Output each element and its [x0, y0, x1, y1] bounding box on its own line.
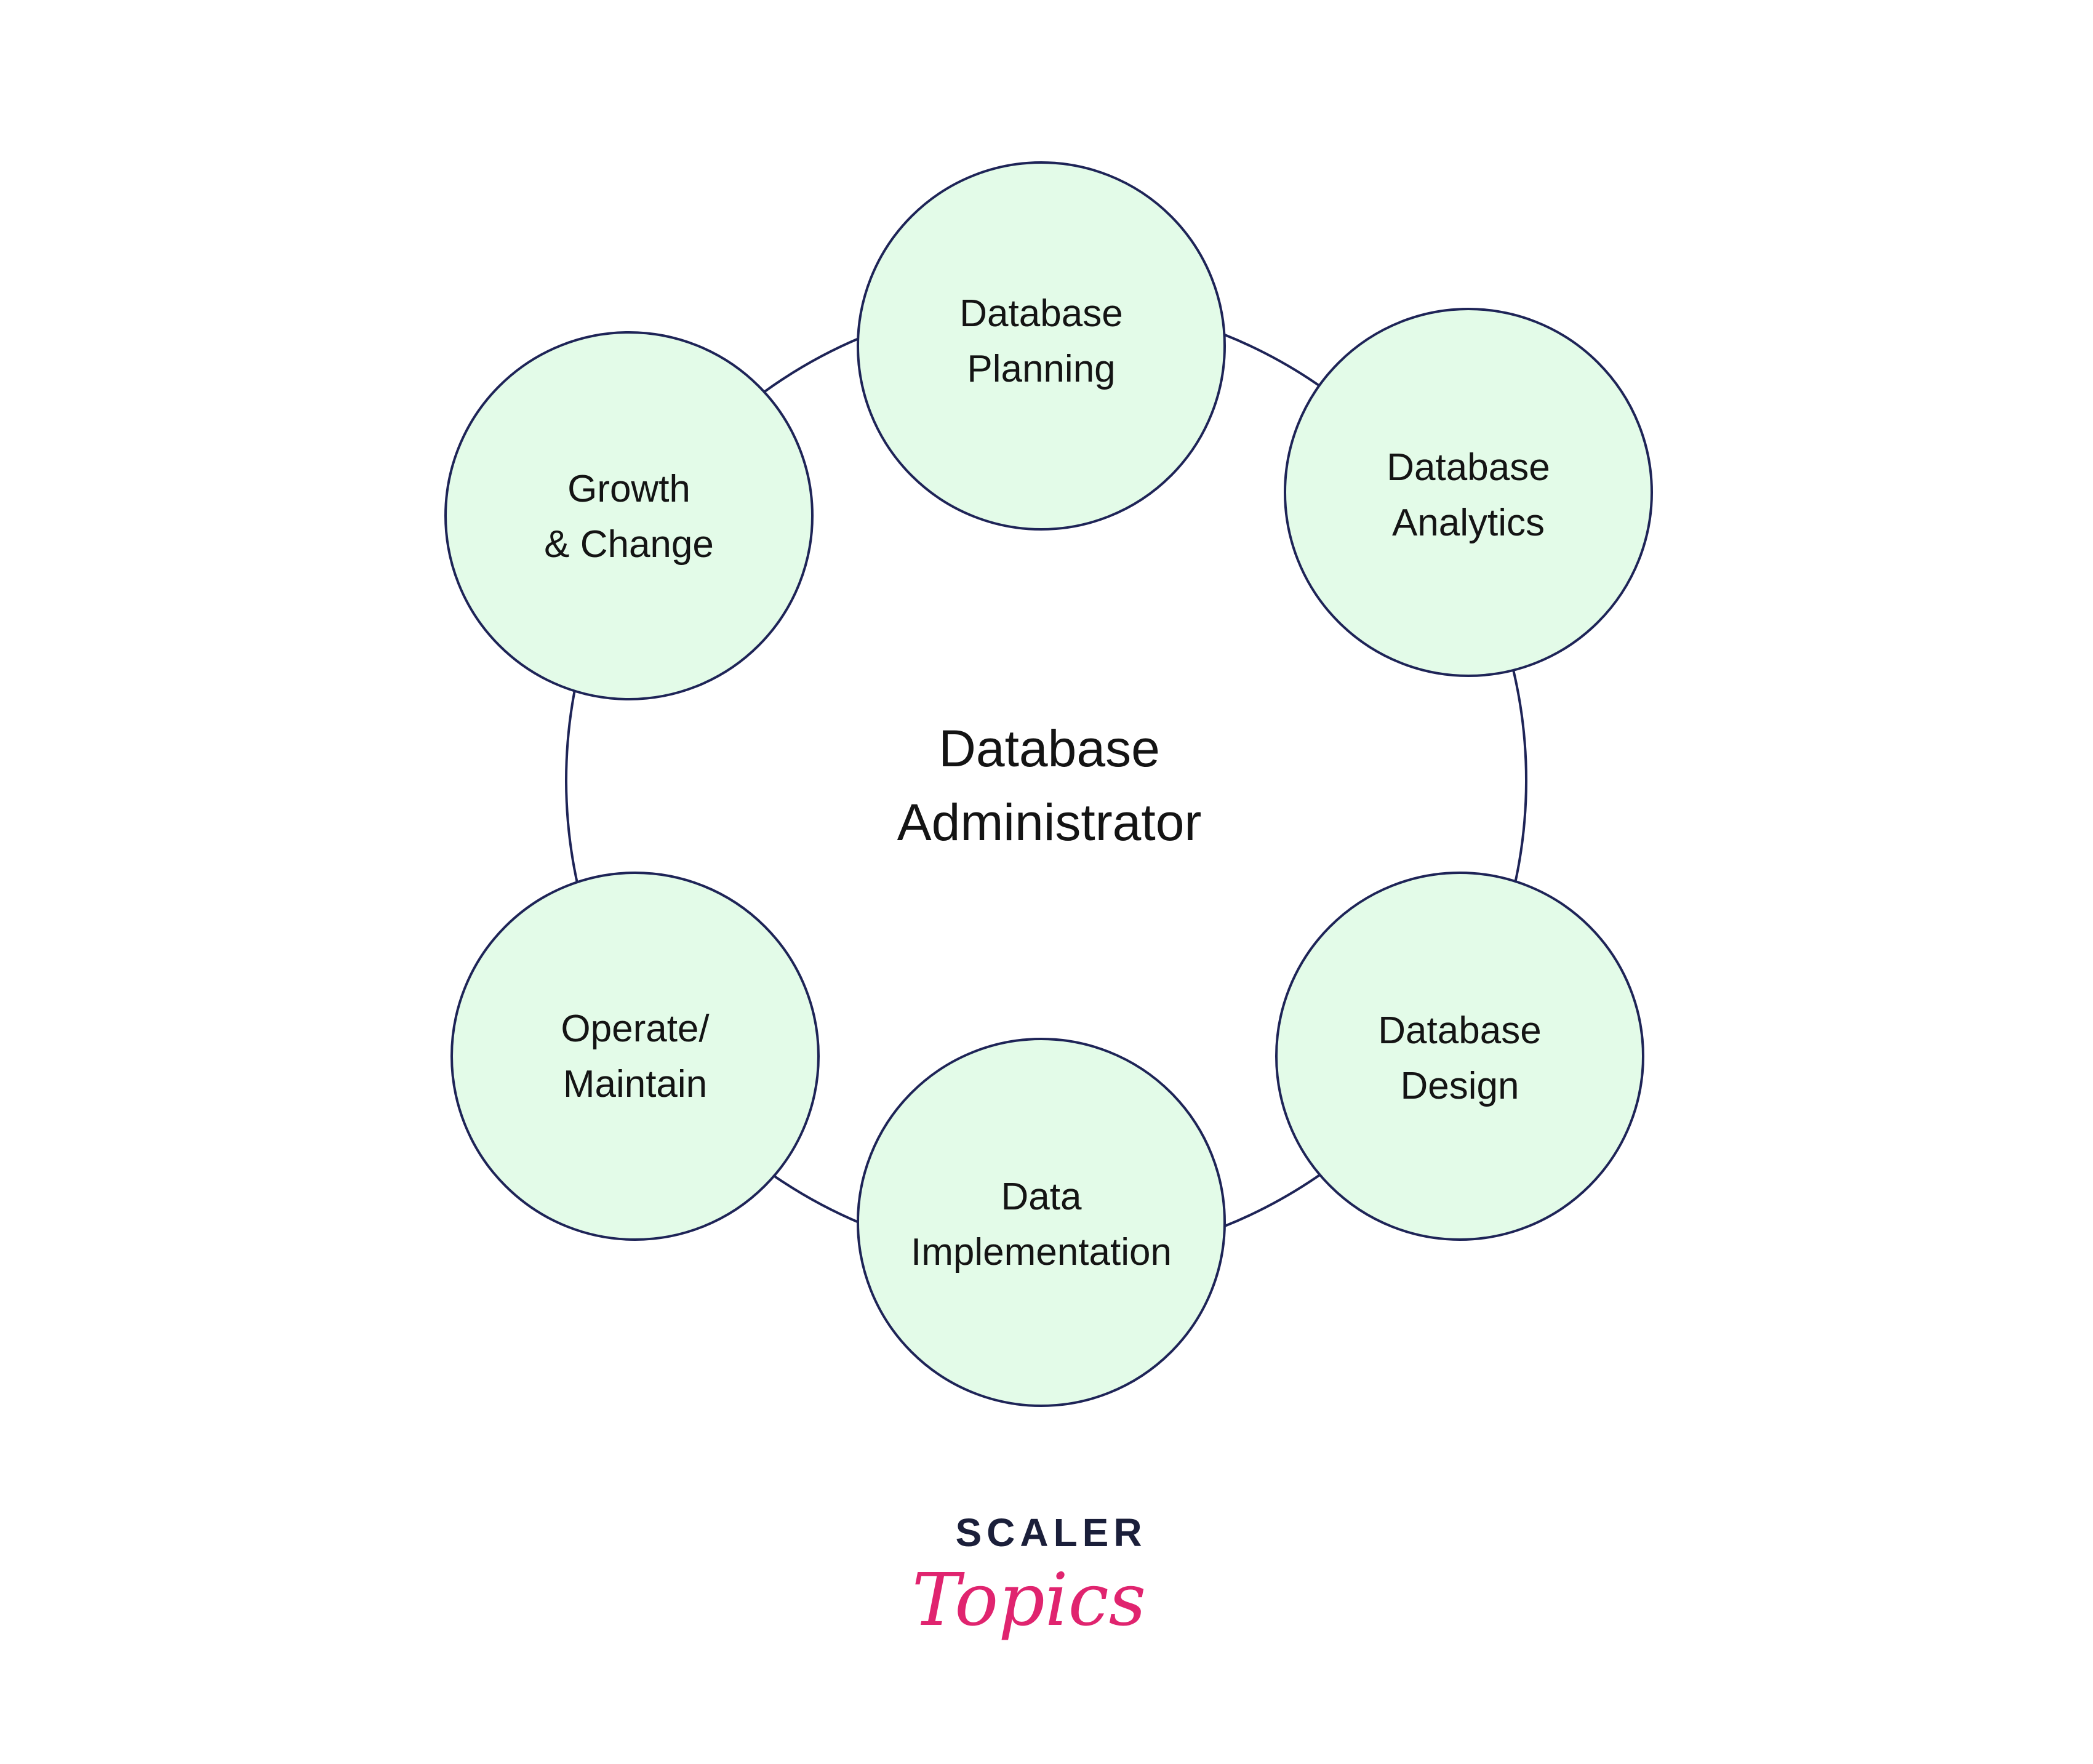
node-label-line2: Maintain — [563, 1063, 707, 1105]
node-database-planning: Database Planning — [857, 161, 1226, 531]
node-label-line2: Implementation — [911, 1231, 1172, 1273]
center-title-line1: Database — [938, 720, 1160, 777]
node-data-implementation: Data Implementation — [857, 1038, 1226, 1407]
node-circle — [444, 331, 814, 700]
node-operate-maintain: Operate/ Maintain — [450, 872, 820, 1241]
node-database-design: Database Design — [1275, 872, 1644, 1241]
node-circle — [1284, 308, 1653, 677]
node-label-line1: Database — [1387, 446, 1550, 489]
node-circle — [857, 161, 1226, 531]
node-label-line2: Planning — [967, 348, 1115, 390]
node-label-line1: Database — [959, 292, 1123, 335]
center-title: Database Administrator — [897, 720, 1202, 851]
node-label-line2: Design — [1401, 1065, 1519, 1107]
node-label-line1: Data — [1001, 1176, 1082, 1218]
node-label-line2: & Change — [544, 523, 714, 566]
node-circle — [857, 1038, 1226, 1407]
node-label-line1: Growth — [567, 468, 690, 510]
node-database-analytics: Database Analytics — [1284, 308, 1653, 677]
scaler-topics-logo: SCALER Topics — [912, 1510, 1147, 1642]
logo-scaler-wordmark: SCALER — [955, 1510, 1147, 1555]
node-label-line2: Analytics — [1392, 502, 1545, 544]
node-growth-change: Growth & Change — [444, 331, 814, 700]
node-circle — [1275, 872, 1644, 1241]
logo-topics-wordmark: Topics — [912, 1557, 1147, 1642]
node-label-line1: Operate/ — [561, 1008, 710, 1050]
node-circle — [450, 872, 820, 1241]
node-label-line1: Database — [1378, 1009, 1541, 1052]
center-title-line2: Administrator — [897, 793, 1202, 851]
